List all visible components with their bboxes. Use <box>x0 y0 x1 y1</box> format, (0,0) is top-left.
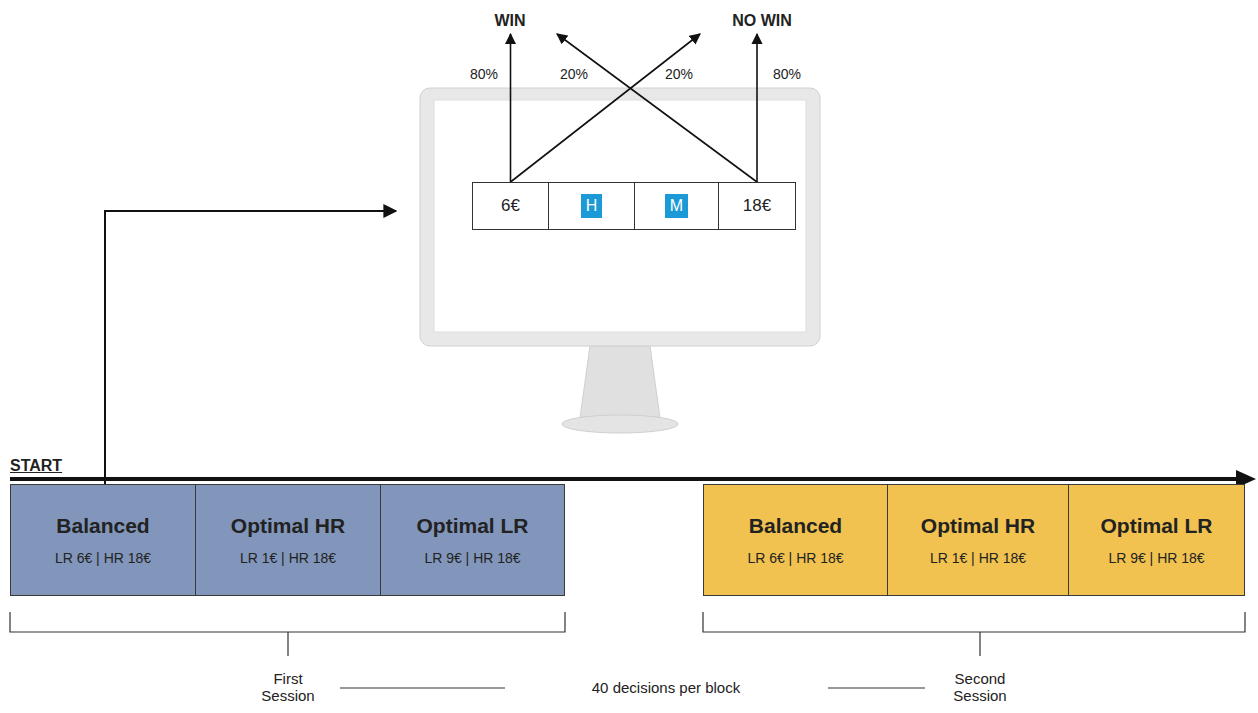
node-text: NO WIN <box>732 12 792 29</box>
pointer-arrow <box>105 211 396 484</box>
block-values: LR 9€ | HR 18€ <box>424 550 520 566</box>
node-text: 6€ <box>501 196 520 216</box>
node-text: WIN <box>494 12 525 29</box>
block-title: Balanced <box>749 514 842 538</box>
block-values: LR 1€ | HR 18€ <box>930 550 1026 566</box>
session-bracket <box>10 612 565 656</box>
block-box: Optimal HR LR 1€ | HR 18€ <box>887 484 1069 596</box>
outcome-arrow <box>756 34 758 182</box>
start-label: START <box>10 457 62 475</box>
probability-label: 80% <box>468 66 500 82</box>
leader-line <box>828 687 925 688</box>
session-label: First Session <box>248 670 328 704</box>
probability-label: 20% <box>663 66 695 82</box>
node-text: 18€ <box>743 196 771 216</box>
block-title: Optimal HR <box>921 514 1035 538</box>
block-box: Balanced LR 6€ | HR 18€ <box>703 484 888 596</box>
block-title: Optimal LR <box>416 514 528 538</box>
note-label: 40 decisions per block <box>592 679 740 696</box>
probability-label: 80% <box>771 66 803 82</box>
block-title: Optimal HR <box>231 514 345 538</box>
option-cell: M <box>634 182 719 230</box>
outcome-label: NO WIN <box>732 12 792 30</box>
block-values: LR 1€ | HR 18€ <box>240 550 336 566</box>
outcome-label: WIN <box>494 12 525 30</box>
option-cell: 6€ <box>472 182 549 230</box>
block-box: Balanced LR 6€ | HR 18€ <box>10 484 196 596</box>
outcome-arrow <box>511 34 700 182</box>
option-cell: H <box>548 182 635 230</box>
block-box: Optimal LR LR 9€ | HR 18€ <box>380 484 565 596</box>
block-title: Optimal LR <box>1100 514 1212 538</box>
session-bracket <box>703 612 1245 656</box>
monitor <box>420 88 820 433</box>
block-values: LR 6€ | HR 18€ <box>55 550 151 566</box>
block-title: Balanced <box>56 514 149 538</box>
leader-line <box>340 687 505 688</box>
block-box: Optimal LR LR 9€ | HR 18€ <box>1068 484 1245 596</box>
timeline-arrow <box>10 477 1238 481</box>
block-box: Optimal HR LR 1€ | HR 18€ <box>195 484 381 596</box>
block-values: LR 9€ | HR 18€ <box>1108 550 1204 566</box>
node-text: H <box>581 194 603 218</box>
outcome-arrow <box>510 34 512 182</box>
session-label: Second Session <box>940 670 1020 704</box>
probability-label: 20% <box>558 66 590 82</box>
block-values: LR 6€ | HR 18€ <box>747 550 843 566</box>
outcome-arrow <box>557 34 757 182</box>
node-text: M <box>665 194 688 218</box>
option-cell: 18€ <box>718 182 796 230</box>
